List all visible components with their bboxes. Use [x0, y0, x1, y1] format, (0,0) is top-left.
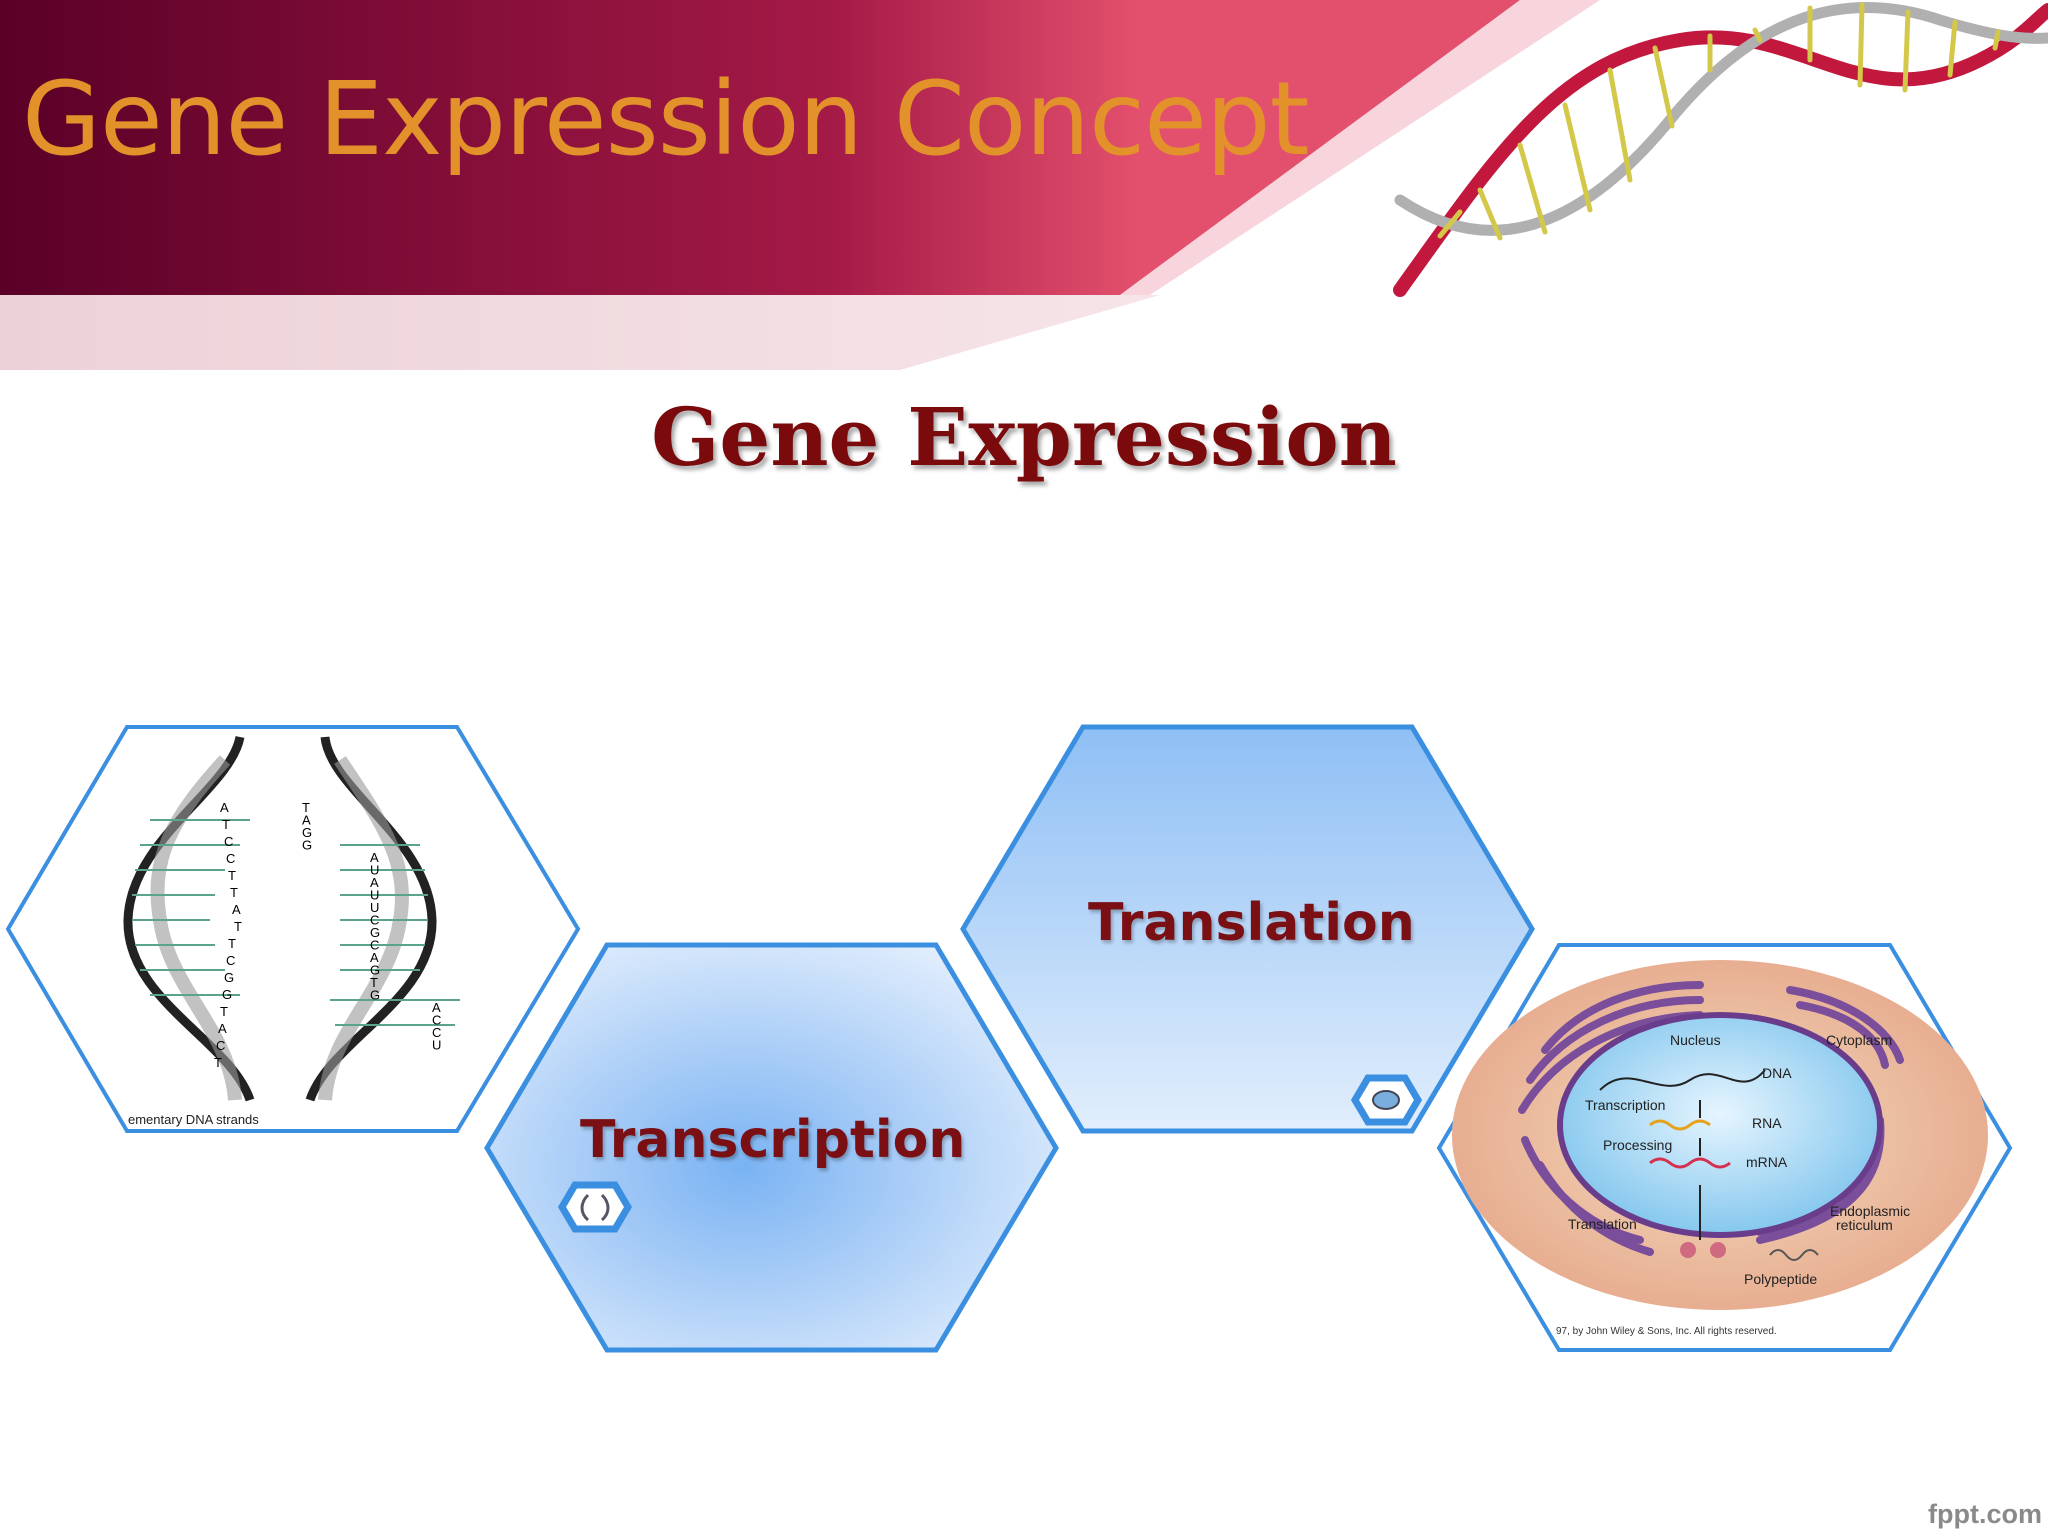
- cell-label-er2: reticulum: [1836, 1217, 1893, 1233]
- dna-base-right: A: [302, 813, 311, 828]
- dna-strands-hexagon: ementary DNA strands: [5, 725, 581, 1133]
- watermark: fppt.com: [1928, 1499, 2042, 1529]
- dna-base-right: G: [370, 963, 380, 978]
- transcription-label: Transcription: [580, 1110, 966, 1170]
- dna-base-right: U: [370, 863, 379, 878]
- translation-label: Translation: [1088, 893, 1415, 953]
- header-band: [0, 0, 1600, 370]
- dna-base-right: G: [302, 838, 312, 853]
- dna-base-left: T: [228, 868, 236, 883]
- dna-caption: ementary DNA strands: [128, 1112, 259, 1127]
- dna-base-left: T: [228, 936, 236, 951]
- dna-base-right: T: [302, 800, 310, 815]
- cell-label-polypeptide: Polypeptide: [1744, 1271, 1817, 1287]
- cell-label-processing: Processing: [1603, 1137, 1672, 1153]
- dna-base-right: A: [432, 1000, 441, 1015]
- dna-base-left: A: [232, 902, 241, 917]
- dna-base-left: C: [224, 834, 233, 849]
- dna-helix-image: [1393, 1, 2048, 297]
- cell-label-rna: RNA: [1752, 1115, 1782, 1131]
- cell-diagram-hexagon: Nucleus Cytoplasm DNA Transcription RNA …: [1436, 943, 2013, 1352]
- dna-base-left: C: [226, 953, 235, 968]
- diagram-heading: Gene Expression: [651, 390, 1397, 484]
- dna-base-right: C: [432, 1013, 441, 1028]
- cell-label-dna: DNA: [1762, 1065, 1792, 1081]
- transcription-hexagon: [484, 942, 1059, 1353]
- dna-base-right: G: [302, 825, 312, 840]
- slide-title: Gene Expression Concept: [22, 60, 1310, 179]
- dna-base-right: G: [370, 988, 380, 1003]
- dna-base-left: G: [224, 970, 234, 985]
- dna-base-left: A: [218, 1021, 227, 1036]
- dna-base-left: T: [234, 919, 242, 934]
- dna-base-left: T: [220, 1004, 228, 1019]
- dna-base-right: G: [370, 925, 380, 940]
- dna-base-left: C: [216, 1038, 225, 1053]
- cell-label-mrna: mRNA: [1746, 1154, 1788, 1170]
- dna-base-left: T: [214, 1055, 222, 1070]
- dna-base-right: A: [370, 850, 379, 865]
- dna-base-right: U: [370, 900, 379, 915]
- dna-base-right: U: [432, 1038, 441, 1053]
- translation-hexagon: [960, 724, 1535, 1134]
- translation-icon: [1350, 1074, 1423, 1126]
- dna-base-right: C: [370, 913, 379, 928]
- cell-label-translation: Translation: [1568, 1216, 1637, 1232]
- dna-base-left: G: [222, 987, 232, 1002]
- cell-label-transcription: Transcription: [1585, 1097, 1665, 1113]
- cell-label-cytoplasm: Cytoplasm: [1826, 1032, 1892, 1048]
- dna-base-right: A: [370, 950, 379, 965]
- cell-copyright: 97, by John Wiley & Sons, Inc. All right…: [1556, 1326, 1777, 1337]
- dna-base-right: C: [370, 938, 379, 953]
- dna-base-left: C: [226, 851, 235, 866]
- dna-base-left: T: [222, 817, 230, 832]
- dna-base-left: A: [220, 800, 229, 815]
- dna-base-right: A: [370, 875, 379, 890]
- cell-label-er: Endoplasmic: [1830, 1203, 1910, 1219]
- dna-base-right: U: [370, 888, 379, 903]
- dna-base-right: C: [432, 1025, 441, 1040]
- dna-base-right: T: [370, 975, 378, 990]
- cell-label-nucleus: Nucleus: [1670, 1032, 1721, 1048]
- dna-base-left: T: [230, 885, 238, 900]
- transcription-icon: [557, 1181, 633, 1233]
